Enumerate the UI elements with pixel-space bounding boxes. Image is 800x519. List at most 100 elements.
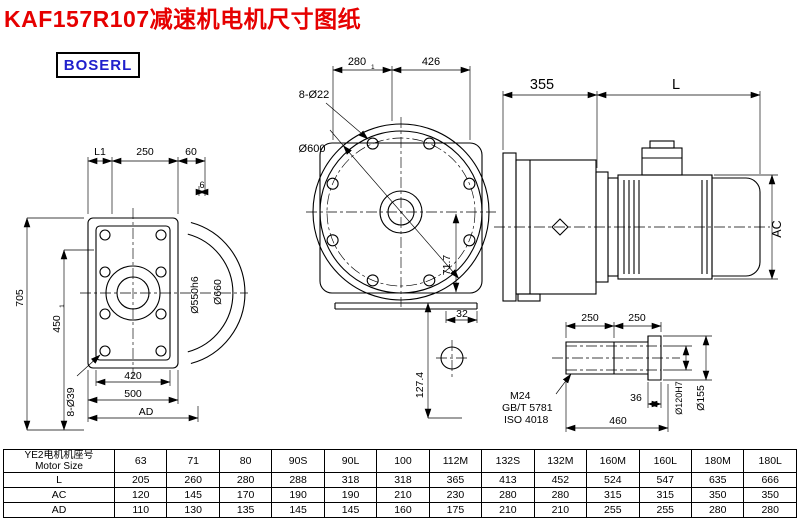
dia-600-label: Ø600 — [299, 143, 326, 155]
dim-value: 210 — [533, 502, 588, 518]
side-view: 355 L AC — [494, 77, 784, 302]
dim-value: 280 — [533, 487, 588, 503]
dim-value: 365 — [428, 472, 483, 488]
dim-value: 452 — [533, 472, 588, 488]
dim-value: 175 — [428, 502, 483, 518]
dim-row-label: L — [3, 472, 115, 488]
std-gb5781-label: GB/T 5781 — [502, 402, 553, 414]
motor-size-value: 71 — [166, 449, 220, 473]
motor-size-value: 180M — [690, 449, 745, 473]
dim-value: 130 — [166, 502, 220, 518]
dim-value: 635 — [690, 472, 745, 488]
dim-value: 210 — [481, 502, 535, 518]
side-view-dimensions — [502, 91, 778, 280]
technical-drawing: L1 250 60 6 705 450 1 420 500 AD 8-Ø39 Ø… — [14, 56, 784, 432]
dim-value: 120 — [113, 487, 168, 503]
motor-size-value: 112M — [428, 449, 483, 473]
dim-127-4-label: 127.4 — [414, 372, 426, 398]
dim-420-label: 420 — [124, 370, 142, 382]
std-iso4018-label: ISO 4018 — [504, 414, 549, 426]
dim-6-label: 6 — [199, 180, 204, 190]
dim-280-sub-label: 1 — [371, 64, 375, 71]
dim-l-motor-label: L — [672, 77, 680, 93]
dia-120h7-label: Ø120H7 — [674, 381, 684, 415]
dim-250-left-label: 250 — [581, 312, 599, 324]
dim-value: 318 — [323, 472, 378, 488]
motor-size-value: 63 — [113, 449, 168, 473]
front-view-centerlines — [306, 117, 496, 378]
motor-size-value: 80 — [218, 449, 273, 473]
dim-460-label: 460 — [609, 415, 627, 427]
dim-355-label: 355 — [530, 77, 554, 93]
dim-value: 280 — [218, 472, 273, 488]
gearbox-motor-body — [502, 140, 761, 302]
dim-value: 350 — [690, 487, 745, 503]
dim-value: 145 — [166, 487, 220, 503]
dim-value: 145 — [271, 502, 325, 518]
dim-value: 110 — [113, 502, 168, 518]
front-view-dimensions — [325, 66, 478, 419]
dim-value: 315 — [638, 487, 692, 503]
dim-value: 315 — [586, 487, 640, 503]
dim-value: 288 — [271, 472, 325, 488]
motor-size-value: 180L — [743, 449, 797, 473]
dim-value: 318 — [376, 472, 430, 488]
dim-value: 210 — [376, 487, 430, 503]
dia-550h6-label: Ø550h6 — [189, 276, 201, 314]
dim-value: 547 — [638, 472, 692, 488]
dim-71-7-label: 71.7 — [441, 255, 453, 276]
motor-size-value: 100 — [376, 449, 430, 473]
dim-705-label: 705 — [14, 289, 26, 307]
dim-value: 280 — [690, 502, 745, 518]
motor-size-value: 160L — [638, 449, 692, 473]
front-view: 280 1 426 8-Ø22 Ø600 71.7 32 127.4 — [299, 56, 496, 419]
dim-value: 350 — [743, 487, 797, 503]
motor-size-value: 160M — [586, 449, 640, 473]
dim-450-label: 450 — [51, 315, 63, 333]
brand-logo: BOSERL — [56, 52, 140, 78]
dim-426-label: 426 — [422, 56, 440, 68]
left-view-centerlines — [80, 208, 248, 378]
thread-m24-label: M24 — [510, 390, 531, 402]
dim-280-label: 280 — [348, 56, 366, 68]
dim-value: 280 — [743, 502, 797, 518]
motor-size-value: 90L — [323, 449, 378, 473]
dim-value: 255 — [638, 502, 692, 518]
dim-value: 666 — [743, 472, 797, 488]
dim-250-right-label: 250 — [628, 312, 646, 324]
dim-32-label: 32 — [456, 308, 468, 320]
dim-500-label: 500 — [124, 388, 142, 400]
dim-row-label: AD — [3, 502, 115, 518]
dim-value: 230 — [428, 487, 483, 503]
motor-size-value: 132S — [481, 449, 535, 473]
motor-size-value: 90S — [271, 449, 325, 473]
dim-value: 135 — [218, 502, 273, 518]
left-view-dimensions — [23, 157, 209, 431]
dim-value: 160 — [376, 502, 430, 518]
dim-value: 145 — [323, 502, 378, 518]
dim-value: 190 — [271, 487, 325, 503]
dim-value: 524 — [586, 472, 640, 488]
bolt-holes-39-label: 8-Ø39 — [65, 387, 77, 416]
motor-size-value: 132M — [533, 449, 588, 473]
dim-250-label: 250 — [136, 146, 154, 158]
dim-value: 190 — [323, 487, 378, 503]
dim-value: 260 — [166, 472, 220, 488]
dia-155-label: Ø155 — [695, 385, 707, 411]
dim-l1-label: L1 — [94, 146, 106, 158]
dim-value: 280 — [481, 487, 535, 503]
dim-450-sub-label: 1 — [59, 304, 66, 308]
dim-60-label: 60 — [185, 146, 197, 158]
left-view: L1 250 60 6 705 450 1 420 500 AD 8-Ø39 Ø… — [14, 146, 248, 431]
shaft-body — [565, 335, 662, 381]
dim-ad-label: AD — [139, 406, 154, 418]
dim-value: 255 — [586, 502, 640, 518]
dim-36-label: 36 — [630, 392, 642, 404]
